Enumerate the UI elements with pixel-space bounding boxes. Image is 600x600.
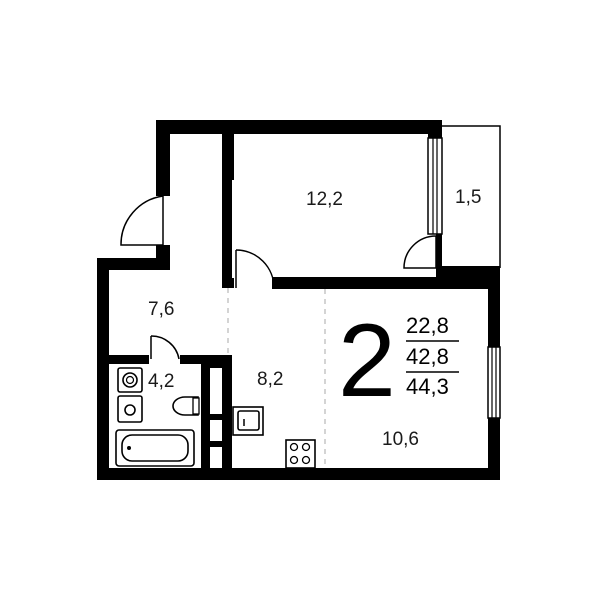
room-count: 2 — [338, 303, 396, 419]
bathtub-icon — [115, 429, 195, 467]
stove-icon — [285, 439, 316, 469]
room-area-hall: 7,6 — [148, 299, 174, 320]
window-icon — [487, 346, 501, 419]
toilet-icon — [117, 367, 143, 393]
washbasin-icon — [172, 396, 200, 416]
living-area: 22,8 — [406, 313, 449, 338]
total-area-with-balcony: 44,3 — [406, 374, 449, 399]
door-swing-icon — [403, 235, 437, 269]
room-area-balcony: 1,5 — [455, 187, 481, 208]
room-area-bedroom: 12,2 — [306, 189, 343, 210]
door-swing-icon — [120, 195, 164, 246]
room-area-living: 10,6 — [382, 429, 419, 450]
door-swing-icon — [235, 249, 275, 289]
balcony-outline — [442, 125, 501, 268]
walls — [97, 120, 500, 480]
room-area-bathroom: 4,2 — [148, 371, 174, 392]
washbasin-icon — [117, 395, 143, 423]
total-area: 42,8 — [406, 344, 449, 369]
area-summary: 22,8 42,8 44,3 — [406, 313, 459, 399]
door-swing-icon — [150, 335, 180, 360]
shaft-cells — [212, 369, 220, 467]
kitchen-sink-icon — [232, 406, 264, 436]
room-area-kitchen: 8,2 — [257, 369, 283, 390]
window-icon — [427, 137, 443, 235]
